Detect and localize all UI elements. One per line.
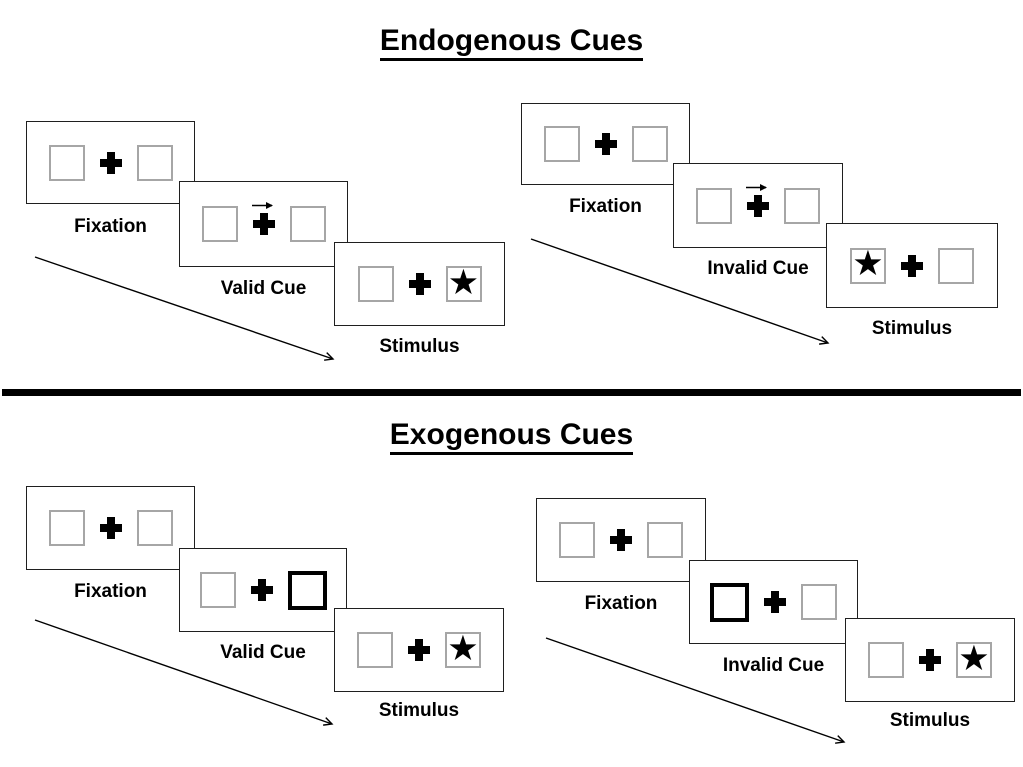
- panel-valid-cue: [179, 548, 347, 632]
- sequence-arrow-icon: [34, 256, 335, 361]
- panel-label-fixation: Fixation: [569, 196, 642, 217]
- panel-label-stimulus: Stimulus: [378, 700, 460, 721]
- placeholder-box-left: [357, 632, 393, 668]
- star-icon: ★: [852, 244, 884, 283]
- section-title-exogenous-text: Exogenous Cues: [389, 418, 634, 455]
- panel-stimulus: ★: [334, 608, 504, 692]
- placeholder-box-right: [289, 206, 326, 242]
- panel-label-stimulus: Stimulus: [871, 318, 953, 339]
- fixation-cross-icon: [746, 183, 769, 217]
- fixation-cross-icon: [99, 517, 122, 539]
- section-title-endogenous: Endogenous Cues: [0, 24, 1023, 61]
- panel-stimulus: ★: [334, 242, 505, 326]
- panel-label-invalid-cue: Invalid Cue: [707, 258, 809, 279]
- panel-label-stimulus: Stimulus: [379, 336, 460, 357]
- placeholder-box-left: [48, 510, 85, 546]
- sequence-arrow-icon: [34, 619, 334, 726]
- section-title-endogenous-text: Endogenous Cues: [379, 24, 644, 61]
- placeholder-box-left: [48, 144, 85, 181]
- cue-arrow-icon: [251, 202, 273, 209]
- stimulus-star-box: ★: [850, 244, 886, 284]
- fixation-cross-icon: [408, 273, 431, 295]
- sequence-arrow-icon: [530, 238, 830, 345]
- panel-stimulus: ★: [845, 618, 1015, 702]
- panel-label-invalid-cue: Invalid Cue: [722, 655, 825, 676]
- panel-invalid-cue: [689, 560, 858, 644]
- sequence-arrow-icon: [545, 637, 846, 744]
- star-icon: ★: [958, 638, 990, 678]
- placeholder-box-right: [136, 510, 173, 546]
- placeholder-box-left: [357, 266, 394, 302]
- panel-label-fixation: Fixation: [584, 593, 658, 614]
- fixation-cross-icon: [251, 202, 275, 235]
- fixation-cross-icon: [764, 591, 786, 613]
- panel-fixation: [26, 121, 195, 204]
- star-icon: ★: [447, 628, 479, 668]
- placeholder-box-left: [868, 642, 904, 678]
- cue-box-bold-left: [710, 582, 749, 622]
- fixation-cross-icon: [250, 579, 273, 601]
- panel-label-fixation: Fixation: [74, 581, 147, 602]
- placeholder-box-right: [801, 584, 837, 620]
- panel-fixation: [26, 486, 195, 570]
- panel-fixation: [536, 498, 706, 582]
- fixation-cross-icon: [594, 133, 617, 155]
- fixation-cross-icon: [99, 151, 122, 174]
- fixation-cross-icon: [901, 254, 923, 277]
- placeholder-box-left: [559, 522, 595, 558]
- placeholder-box-right: [784, 187, 820, 224]
- panel-label-valid-cue: Valid Cue: [220, 642, 306, 663]
- placeholder-box-right: [938, 247, 974, 284]
- placeholder-box-right: [647, 522, 683, 558]
- panel-label-valid-cue: Valid Cue: [220, 278, 307, 299]
- placeholder-box-right: [136, 144, 173, 181]
- section-title-exogenous: Exogenous Cues: [0, 418, 1023, 455]
- cue-box-bold-right: [287, 570, 327, 610]
- fixation-cross-icon: [408, 639, 430, 661]
- placeholder-box-right: [631, 126, 668, 162]
- fixation-cross-icon: [610, 529, 632, 551]
- placeholder-box-left: [199, 572, 236, 608]
- panel-stimulus: ★: [826, 223, 998, 308]
- cue-arrow-icon: [746, 183, 767, 191]
- placeholder-box-left: [696, 187, 732, 224]
- stimulus-star-box: ★: [445, 628, 481, 668]
- panel-valid-cue: [179, 181, 348, 267]
- panel-invalid-cue: [673, 163, 843, 248]
- panel-fixation: [521, 103, 690, 185]
- panel-label-stimulus: Stimulus: [889, 710, 971, 731]
- fixation-cross-icon: [919, 649, 941, 671]
- stimulus-star-box: ★: [445, 262, 482, 302]
- placeholder-box-left: [543, 126, 580, 162]
- section-divider: [2, 389, 1021, 396]
- stimulus-star-box: ★: [956, 638, 992, 678]
- star-icon: ★: [447, 262, 480, 302]
- placeholder-box-left: [201, 206, 238, 242]
- panel-label-fixation: Fixation: [74, 216, 147, 237]
